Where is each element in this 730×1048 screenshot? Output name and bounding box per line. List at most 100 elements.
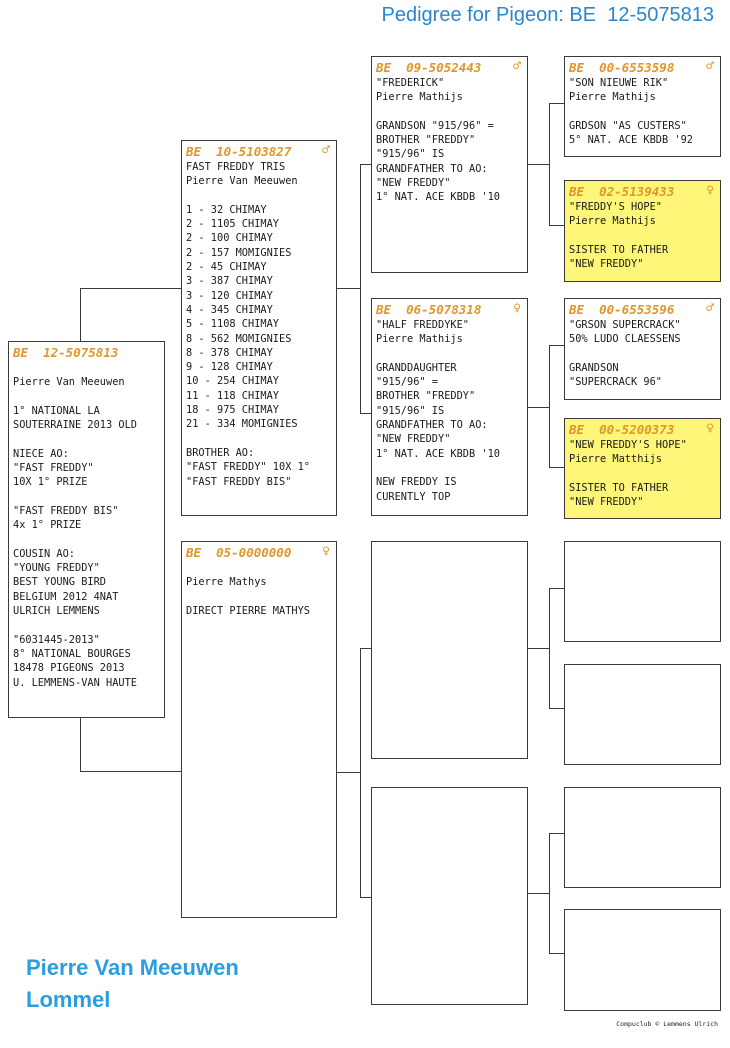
note-line: COUSIN AO: xyxy=(13,547,75,560)
note-line: "SUPERCRACK 96" xyxy=(569,376,662,389)
pigeon-card-great-grandparent[interactable]: BE 00-5200373♀ "NEW FREDDY'S HOPE"Pierre… xyxy=(564,418,721,519)
note-line: "NEW FREDDY" xyxy=(376,433,451,446)
male-icon: ♂ xyxy=(706,59,714,74)
note-line: Pierre Mathijs xyxy=(376,333,463,346)
connector-line xyxy=(549,588,565,589)
note-line: 21 - 334 MOMIGNIES xyxy=(186,418,298,431)
connector-line xyxy=(336,772,361,773)
connector-line xyxy=(336,288,361,289)
note-line: 3 - 387 CHIMAY xyxy=(186,275,273,288)
pigeon-card-great-grandparent[interactable]: BE 02-5139433♀ "FREDDY'S HOPE"Pierre Mat… xyxy=(564,180,721,282)
note-line: 18 - 975 CHIMAY xyxy=(186,404,279,417)
note-line: GRANDFATHER TO AO: xyxy=(376,162,488,175)
owner-name: Pierre Van Meeuwen xyxy=(26,955,239,980)
note-line: "NEW FREDDY" xyxy=(569,258,644,271)
note-line: Pierre Van Meeuwen xyxy=(186,175,298,188)
pigeon-card-great-grandparent[interactable]: BE 00-6553598♂ "SON NIEUWE RIK"Pierre Ma… xyxy=(564,56,721,157)
note-line xyxy=(376,461,523,475)
male-icon: ♂ xyxy=(513,59,521,74)
pigeon-card-empty[interactable] xyxy=(564,664,721,765)
connector-line xyxy=(549,345,550,468)
connector-line xyxy=(549,833,550,954)
connector-line xyxy=(80,288,81,341)
note-line xyxy=(186,432,332,446)
note-line: ULRICH LEMMENS xyxy=(13,605,100,618)
connector-line xyxy=(549,953,565,954)
note-line xyxy=(13,361,160,375)
connector-line xyxy=(549,225,565,226)
note-line: 10X 1° PRIZE xyxy=(13,476,88,489)
note-line: 10 - 254 CHIMAY xyxy=(186,375,279,388)
note-line: 8° NATIONAL BOURGES xyxy=(13,647,131,660)
connector-line xyxy=(360,897,372,898)
ring-number: BE 00-6553598 xyxy=(569,60,675,75)
note-line xyxy=(569,105,716,119)
note-line: BELGIUM 2012 4NAT xyxy=(13,590,119,603)
note-line xyxy=(376,347,523,361)
note-line: Pierre Mathijs xyxy=(569,91,656,104)
pigeon-card-empty[interactable] xyxy=(371,541,528,759)
connector-line xyxy=(527,407,550,408)
note-line: "GRSON SUPERCRACK" xyxy=(569,319,681,331)
pigeon-card-paternal-grandfather[interactable]: BE 09-5052443♂ "FREDERICK"Pierre Mathijs… xyxy=(371,56,528,273)
connector-line xyxy=(80,288,182,289)
note-line: 1 - 32 CHIMAY xyxy=(186,203,267,216)
note-line: "FAST FREDDY BIS" xyxy=(13,504,119,517)
note-line: 5 - 1108 CHIMAY xyxy=(186,318,279,331)
note-line: 1° NAT. ACE KBDB '10 xyxy=(376,191,500,204)
note-line: BEST YOUNG BIRD xyxy=(13,576,106,589)
connector-line xyxy=(527,648,550,649)
note-line xyxy=(13,618,160,632)
note-line: SOUTERRAINE 2013 OLD xyxy=(13,419,137,432)
note-line: "6031445-2013" xyxy=(13,633,100,646)
note-line: "NEW FREDDY" xyxy=(569,496,644,509)
note-line: 4x 1° PRIZE xyxy=(13,519,82,532)
note-line: Pierre Mathijs xyxy=(376,91,463,104)
pigeon-card-empty[interactable] xyxy=(564,541,721,642)
note-line: Pierre Mathys xyxy=(186,576,267,589)
connector-line xyxy=(549,345,565,346)
ring-number: BE 00-5200373 xyxy=(569,422,675,437)
note-line: Pierre Mathijs xyxy=(569,215,656,228)
note-line: "FAST FREDDY" xyxy=(13,462,94,475)
note-line xyxy=(13,390,160,404)
note-line: "FAST FREDDY BIS" xyxy=(186,475,292,488)
note-line: "FREDERICK" xyxy=(376,77,445,89)
pigeon-card-empty[interactable] xyxy=(371,787,528,1005)
note-line: GRANDSON "915/96" = xyxy=(376,119,494,132)
male-icon: ♂ xyxy=(322,143,330,158)
note-line: 2 - 1105 CHIMAY xyxy=(186,218,279,231)
note-line: 18478 PIGEONS 2013 xyxy=(13,662,125,675)
pigeon-card-empty[interactable] xyxy=(564,787,721,888)
note-line: "915/96" = xyxy=(376,376,438,389)
connector-line xyxy=(527,893,550,894)
female-icon: ♀ xyxy=(706,183,714,198)
pigeon-card-paternal-grandmother[interactable]: BE 06-5078318♀ "HALF FREDDYKE"Pierre Mat… xyxy=(371,298,528,516)
connector-line xyxy=(360,413,372,414)
note-line: "FAST FREDDY" 10X 1° xyxy=(186,461,310,474)
pigeon-card-great-grandparent[interactable]: BE 00-6553596♂ "GRSON SUPERCRACK"50% LUD… xyxy=(564,298,721,400)
note-line: DIRECT PIERRE MATHYS xyxy=(186,604,310,617)
male-icon: ♂ xyxy=(706,301,714,316)
connector-line xyxy=(549,708,565,709)
note-line: 9 - 128 CHIMAY xyxy=(186,361,273,374)
note-line xyxy=(376,105,523,119)
note-line: 1° NAT. ACE KBDB '10 xyxy=(376,447,500,460)
owner-city: Lommel xyxy=(26,987,111,1012)
note-line xyxy=(13,490,160,504)
pigeon-card-empty[interactable] xyxy=(564,909,721,1011)
note-line: 5° NAT. ACE KBDB '92 xyxy=(569,134,693,147)
connector-line xyxy=(80,771,182,772)
note-line: BROTHER AO: xyxy=(186,446,255,459)
note-line: 11 - 118 CHIMAY xyxy=(186,389,279,402)
page-title: Pedigree for Pigeon: BE 12-5075813 xyxy=(381,4,714,26)
connector-line xyxy=(527,164,550,165)
note-line: GRDSON "AS CUSTERS" xyxy=(569,119,687,132)
